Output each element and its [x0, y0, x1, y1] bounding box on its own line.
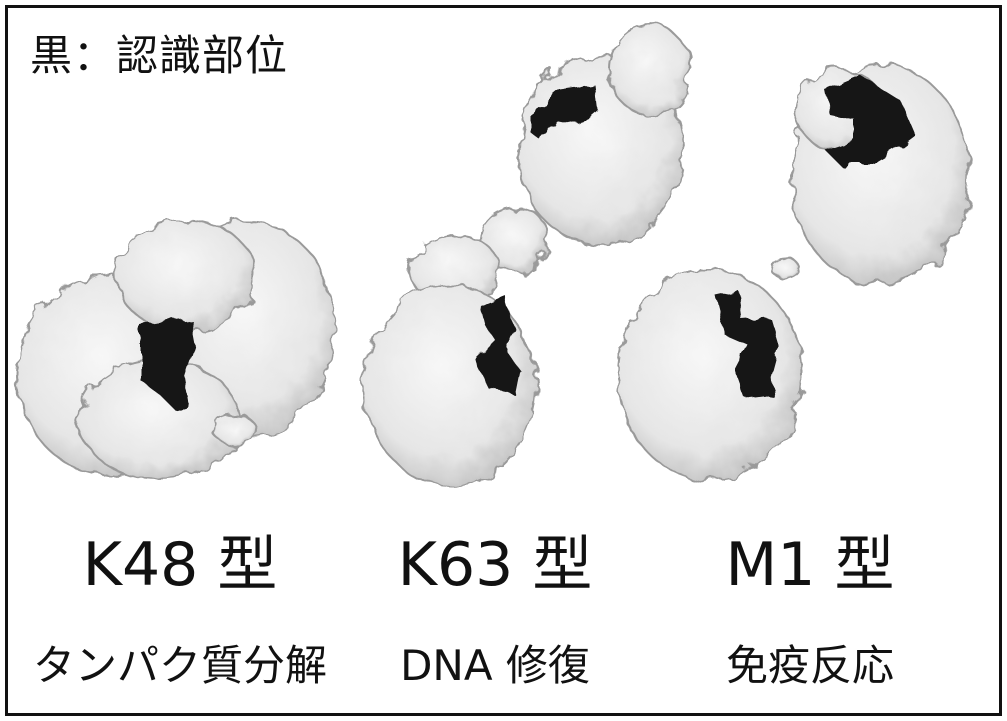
m1-recognition-site-lower	[715, 290, 778, 398]
k63-recognition-site-upper	[530, 85, 598, 140]
k63-structure	[364, 24, 691, 486]
k63-type-label: K63 型	[397, 530, 593, 600]
m1-recognition-site-upper	[825, 75, 915, 165]
k48-function-label: タンパク質分解	[32, 641, 327, 690]
k48-structure	[17, 219, 336, 481]
m1-function-label: 免疫反応	[725, 641, 894, 690]
legend-text: 黒：認識部位	[30, 31, 289, 80]
k63-recognition-site-lower	[475, 295, 520, 395]
k63-function-label: DNA 修復	[400, 641, 590, 690]
m1-structure	[617, 64, 971, 481]
k48-recognition-site	[140, 318, 195, 410]
m1-type-label: M1 型	[725, 530, 895, 600]
k48-type-label: K48 型	[82, 530, 278, 600]
